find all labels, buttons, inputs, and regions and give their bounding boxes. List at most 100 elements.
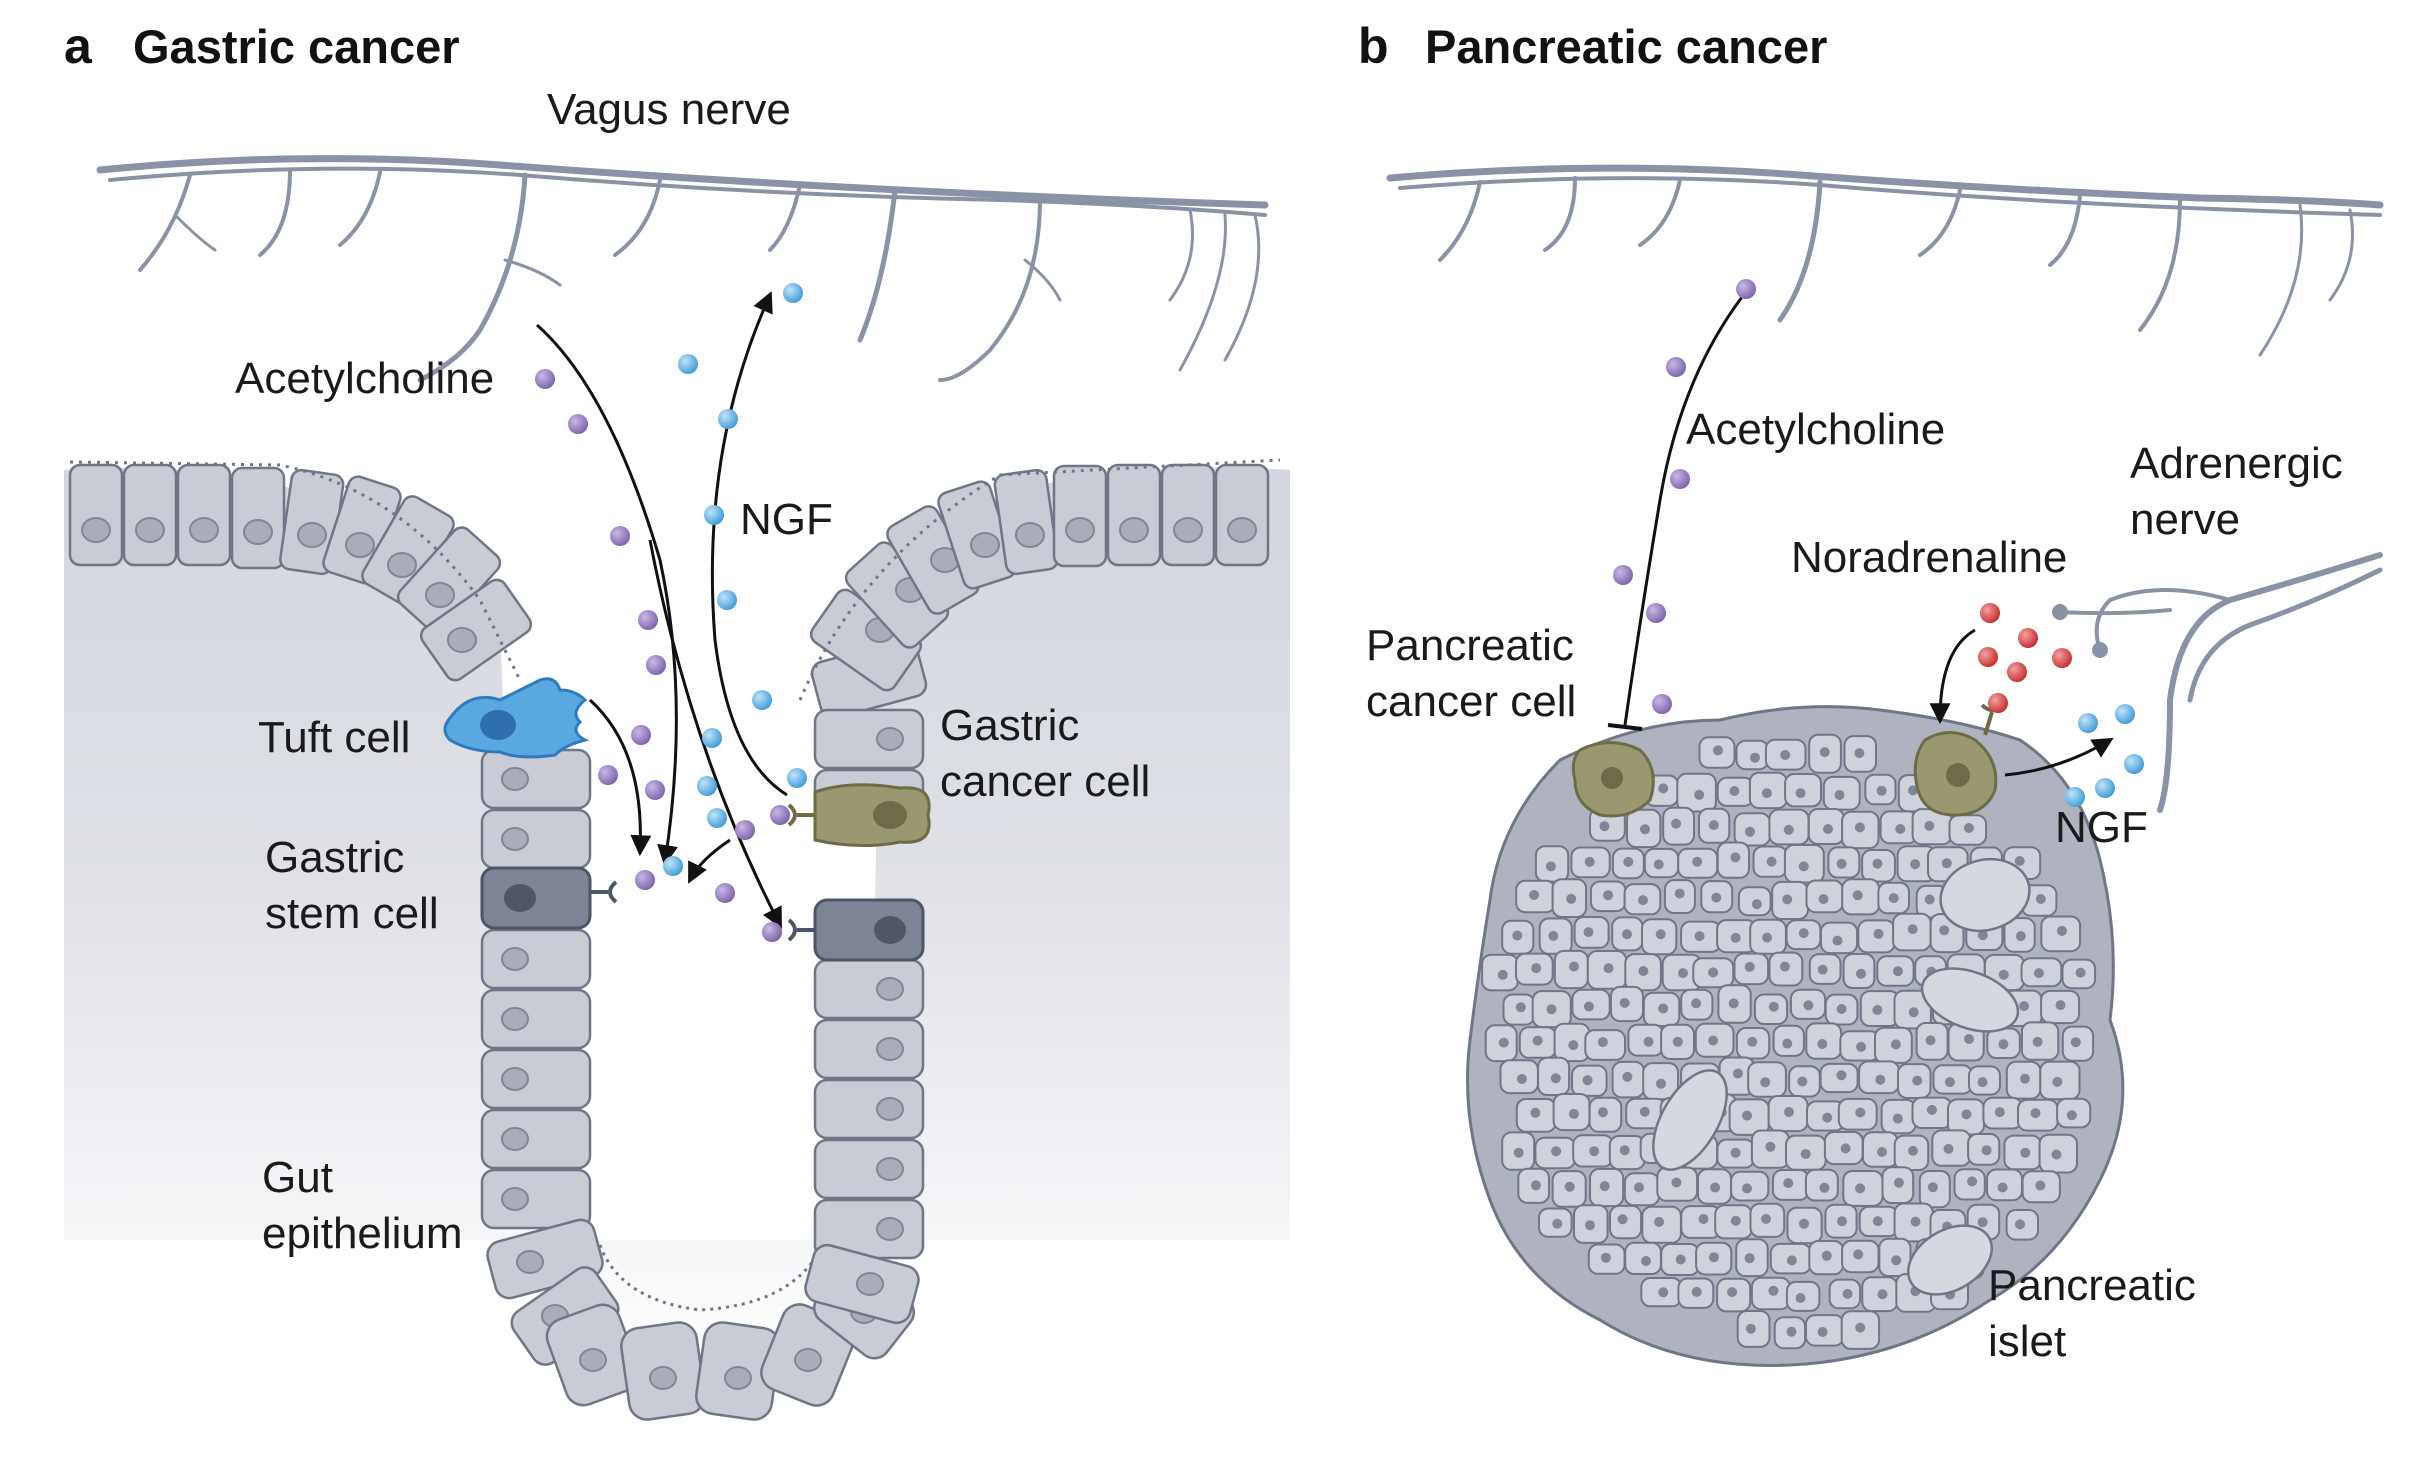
- islet-cell-nucleus: [1675, 1254, 1686, 1265]
- epithelium-right-column: [804, 638, 928, 1325]
- islet-cell-nucleus: [1854, 822, 1865, 833]
- islet-cell-nucleus: [1599, 1181, 1610, 1192]
- islet-cell-nucleus: [1961, 1109, 1972, 1120]
- vagus-nerve: [96, 155, 1269, 383]
- islet-cell-nucleus: [1603, 963, 1614, 974]
- islet-cell-nucleus: [2055, 1000, 2066, 1011]
- islet-cell-nucleus: [1766, 856, 1777, 867]
- islet-cell-nucleus: [1997, 1182, 2008, 1193]
- gastric-stem-cell-label-line1: Gastric: [265, 833, 404, 882]
- pancreatic-islet-label-line2: islet: [1988, 1317, 2066, 1366]
- islet-cell-nucleus: [1639, 1106, 1650, 1117]
- islet-cell-nucleus: [1708, 820, 1719, 831]
- islet-cell-nucleus: [1888, 893, 1899, 904]
- islet-cell-nucleus: [1876, 785, 1887, 796]
- ngf-label-b: NGF: [2055, 803, 2148, 852]
- islet-cell-nucleus: [1977, 1217, 1988, 1228]
- islet-cell-nucleus: [1761, 788, 1772, 799]
- ngf-arrow-to-nerve: [710, 291, 788, 797]
- islet-cell-nucleus: [2032, 1036, 2043, 1047]
- islet-cell-nucleus: [1908, 1007, 1919, 1018]
- islet-cell-nucleus: [1566, 893, 1577, 904]
- acetylcholine-molecules-a: [535, 369, 790, 942]
- gastric-stem-cell-left: [480, 866, 618, 930]
- islet-cell-nucleus: [1912, 1075, 1923, 1086]
- islet-cell-nucleus: [1822, 1112, 1833, 1123]
- islet-cell-nucleus: [1692, 856, 1703, 867]
- islet-cell-nucleus: [1694, 789, 1705, 800]
- islet-cell-nucleus: [1872, 1216, 1883, 1227]
- islet-cell-nucleus: [1981, 1145, 1992, 1156]
- islet-cell-nucleus: [1800, 1149, 1811, 1159]
- islet-cell-nucleus: [1855, 1322, 1866, 1333]
- islet-cell-nucleus: [2020, 1073, 2030, 1084]
- gut-epithelium: [68, 458, 1281, 1421]
- islet-cell-nucleus: [1638, 895, 1648, 906]
- islet-cell-nucleus: [1634, 1182, 1644, 1193]
- noradrenaline-label: Noradrenaline: [1791, 533, 2067, 582]
- islet-cell-nucleus: [1855, 1183, 1866, 1194]
- islet-cell-nucleus: [1998, 969, 2009, 980]
- pancreatic-cancer-cell-right: [1913, 703, 2005, 817]
- gastric-cancer-cell-label-line1: Gastric: [940, 701, 1079, 750]
- panel-b: b Pancreatic cancer: [1358, 18, 2384, 1367]
- islet-cell-nucleus: [1750, 752, 1760, 763]
- islet-cell-nucleus: [1512, 930, 1523, 941]
- islet-cell-nucleus: [1890, 1039, 1901, 1050]
- islet-cell-nucleus: [1925, 1035, 1936, 1046]
- islet-cell-nucleus: [1910, 859, 1921, 870]
- islet-cell-nucleus: [1977, 1077, 1988, 1088]
- islet-cell-nucleus: [1803, 1000, 1814, 1011]
- islet-cell-nucleus: [1943, 1143, 1954, 1154]
- panel-a-title: Gastric cancer: [133, 20, 460, 73]
- islet-cell-nucleus: [2030, 1108, 2041, 1119]
- islet-cell-nucleus: [1708, 967, 1719, 978]
- panel-b-title: Pancreatic cancer: [1425, 20, 1827, 73]
- islet-cell-nucleus: [1765, 1141, 1776, 1152]
- islet-cell-nucleus: [1654, 1216, 1665, 1227]
- islet-cell-nucleus: [1856, 968, 1866, 979]
- islet-cell-nucleus: [1564, 1181, 1575, 1192]
- tuft-arrow-to-stem-left: [588, 698, 652, 857]
- islet-cell-nucleus: [1513, 1147, 1524, 1158]
- islet-cell-nucleus: [1855, 1107, 1866, 1118]
- islet-cell-nucleus: [1751, 899, 1762, 910]
- islet-cells: [1481, 733, 2097, 1350]
- islet-cell-nucleus: [1875, 1074, 1886, 1085]
- islet-cell-nucleus: [1619, 1145, 1630, 1156]
- islet-cell-nucleus: [1927, 1182, 1938, 1193]
- islet-cell-nucleus: [1658, 1287, 1669, 1298]
- islet-cell-nucleus: [2014, 856, 2025, 866]
- islet-cell-nucleus: [1786, 1255, 1797, 1266]
- islet-cell-nucleus: [1655, 929, 1666, 940]
- islet-cell-nucleus: [1545, 861, 1556, 872]
- islet-cell-nucleus: [1817, 964, 1828, 975]
- islet-cell-nucleus: [1967, 1176, 1978, 1187]
- islet-cell-nucleus: [1529, 890, 1540, 900]
- islet-cell-nucleus: [1892, 1113, 1903, 1124]
- islet-cell-nucleus: [1745, 826, 1755, 837]
- islet-cell-nucleus: [1856, 1041, 1867, 1052]
- gastric-tissue: [64, 467, 1290, 1380]
- islet-cell-nucleus: [1834, 790, 1845, 800]
- islet-cell-nucleus: [1568, 1040, 1579, 1051]
- islet-cell-nucleus: [1798, 861, 1809, 872]
- islet-cell-nucleus: [1589, 1146, 1600, 1157]
- ngf-molecules-b: [2065, 704, 2144, 807]
- islet-cell-nucleus: [1598, 1107, 1608, 1118]
- gastric-stem-cell-right: [787, 898, 925, 962]
- gut-epithelium-label-line1: Gut: [262, 1153, 333, 1202]
- islet-cell-nucleus: [1832, 935, 1843, 946]
- islet-cell-nucleus: [1780, 750, 1791, 760]
- panel-b-letter: b: [1358, 18, 1389, 74]
- islet-cell-nucleus: [1713, 745, 1723, 756]
- islet-cell-nucleus: [1622, 1071, 1633, 1082]
- islet-cell-nucleus: [1877, 1289, 1888, 1300]
- islet-cell-nucleus: [1908, 1145, 1918, 1156]
- islet-cell-nucleus: [1747, 1036, 1758, 1047]
- vagus-nerve-label: Vagus nerve: [547, 85, 791, 134]
- islet-cell-nucleus: [1761, 1214, 1771, 1224]
- islet-cell-nucleus: [1744, 1253, 1755, 1264]
- islet-cell-nucleus: [1711, 892, 1722, 903]
- adrenergic-nerve: [2052, 552, 2383, 813]
